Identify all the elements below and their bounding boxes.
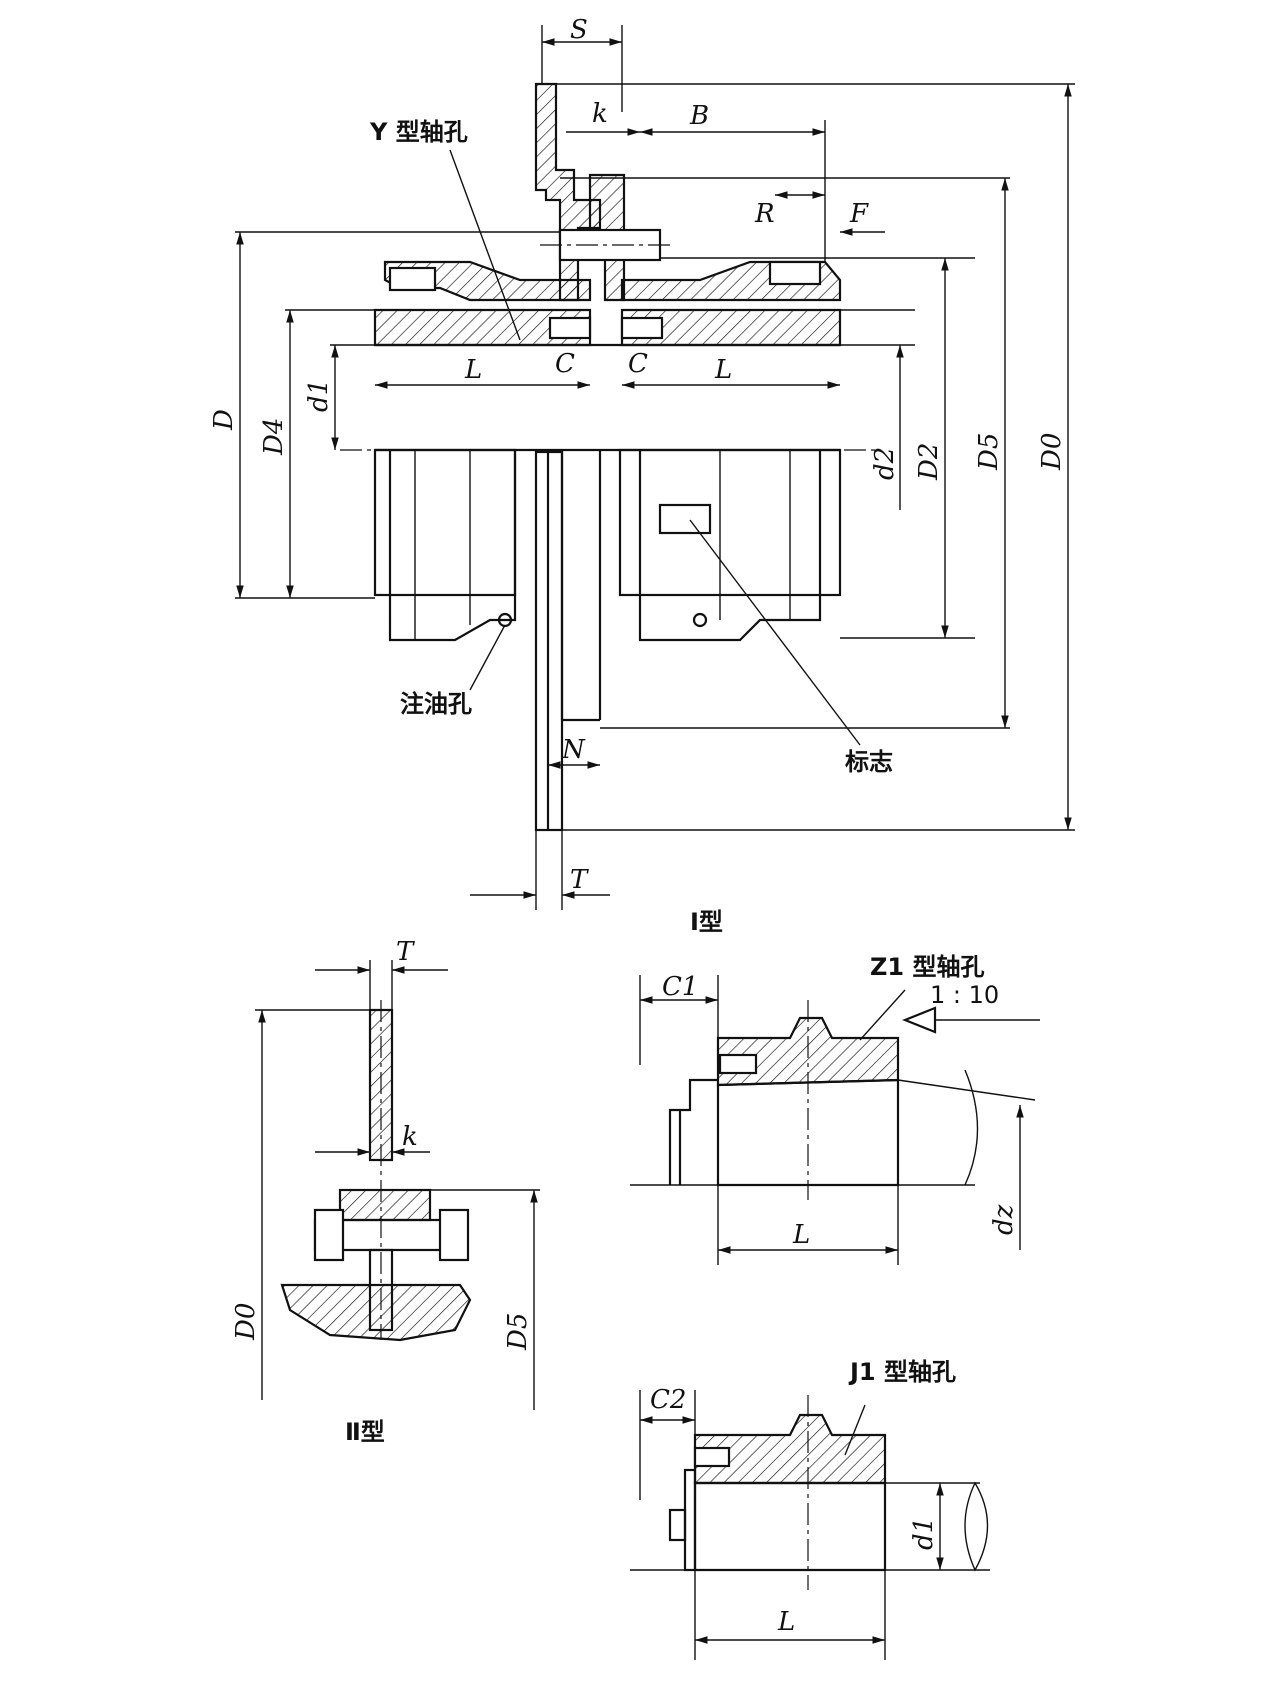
j1-dim-C2: C2: [650, 1385, 686, 1415]
j1-break-arc: [964, 1481, 989, 1572]
caption-type1: Ⅰ型: [690, 908, 723, 936]
mark-plate: [658, 503, 712, 535]
z1-taper-arc: [964, 1069, 979, 1186]
z1-screw: [718, 1053, 758, 1075]
j1-dim-d1: d1: [909, 1517, 939, 1550]
callout-z1-hole: Z1 型轴孔: [870, 953, 984, 981]
z1-dim-dz: dz: [989, 1204, 1019, 1235]
z1-dim-C1: C1: [662, 972, 698, 1002]
left-hub-elevation: [373, 448, 517, 642]
dim-C-left: C: [555, 349, 575, 379]
type1-view: S k B R F C C L L N T D D4 d1 d2 D2 D5 D…: [209, 15, 1075, 936]
z1-leader: [859, 989, 906, 1041]
dim-d1: d1: [304, 379, 334, 412]
type2-view: T k D0 D5 Ⅱ型: [231, 937, 540, 1446]
type2-hub-section: [280, 1283, 472, 1342]
j1-leader: [844, 1404, 866, 1456]
callout-y-hole: Y 型轴孔: [369, 118, 468, 146]
j1-dim-L: L: [777, 1607, 795, 1637]
t2-dim-k: k: [402, 1122, 418, 1152]
j1-screw: [693, 1446, 731, 1468]
z1-dim-L: L: [792, 1220, 810, 1250]
callout-oil-hole: 注油孔: [400, 690, 472, 718]
dim-D2: D2: [914, 443, 944, 481]
right-screw: [620, 316, 664, 340]
taper-symbol: [902, 1006, 937, 1034]
dim-R: R: [754, 199, 775, 229]
right-hub-elevation: [618, 448, 842, 642]
dim-k: k: [592, 99, 608, 129]
oil-hole-right: [692, 612, 708, 628]
taper-ratio: 1 : 10: [930, 981, 999, 1009]
dim-L-right: L: [714, 355, 732, 385]
dim-B: B: [689, 101, 709, 131]
leader-oil-hole: [469, 624, 506, 691]
t2-dim-T: T: [396, 937, 415, 967]
dim-d2: d2: [870, 447, 900, 480]
dim-T: T: [570, 865, 589, 895]
t2-dim-D5: D5: [503, 1313, 533, 1351]
dim-D5: D5: [974, 433, 1004, 471]
dim-D: D: [209, 409, 239, 431]
dim-C-right: C: [628, 349, 648, 379]
right-flange-bolt: [768, 260, 822, 286]
caption-type2: Ⅱ型: [345, 1418, 385, 1446]
z1-detail: C1 L dz Z1 型轴孔 1 : 10: [630, 953, 1040, 1265]
dim-D4: D4: [259, 418, 289, 456]
callout-j1-hole: J1 型轴孔: [848, 1358, 956, 1386]
dim-L-left: L: [464, 355, 482, 385]
dim-F: F: [849, 199, 869, 229]
dim-S: S: [570, 15, 588, 45]
left-screw: [548, 316, 592, 340]
leader-mark: [689, 519, 861, 746]
left-flange-bolt: [388, 266, 437, 292]
callout-mark: 标志: [845, 748, 893, 776]
t2-dim-D0: D0: [231, 1303, 261, 1341]
j1-detail: C2 L d1 J1 型轴孔: [630, 1358, 990, 1660]
dim-N: N: [561, 735, 586, 765]
brake-disc-section: [534, 82, 602, 302]
dim-D0: D0: [1037, 433, 1067, 471]
top-bolt: [558, 228, 662, 262]
leader-y-hole: [449, 149, 521, 341]
